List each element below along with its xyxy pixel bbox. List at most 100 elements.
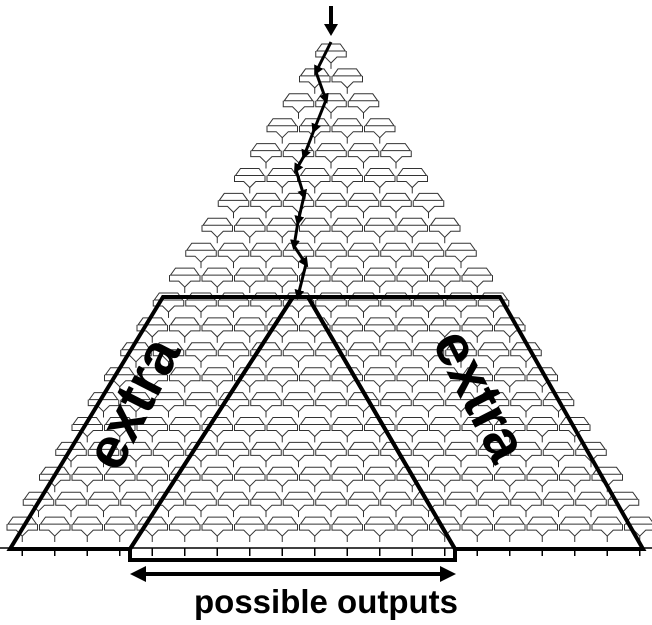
path-arrow-segment xyxy=(294,263,308,300)
pyramid-cell xyxy=(152,342,185,368)
pyramid-cell xyxy=(22,491,55,518)
pyramid-cell xyxy=(201,317,233,343)
pyramid-cell xyxy=(364,168,396,194)
pyramid-cell xyxy=(120,342,152,368)
pyramid-cell xyxy=(169,267,201,293)
pyramid-cell xyxy=(510,491,542,518)
pyramid-cell xyxy=(331,417,363,443)
pyramid-cell xyxy=(104,417,136,443)
pyramid-cell xyxy=(299,367,331,393)
pyramid-cell xyxy=(347,192,380,219)
pyramid-cell xyxy=(331,168,363,194)
extra-left-label: extra xyxy=(72,326,193,480)
pyramid-cell xyxy=(412,392,445,418)
pyramid-cell xyxy=(185,491,217,518)
path-arrow-segment xyxy=(294,195,306,226)
pyramid-cell xyxy=(364,367,396,393)
pyramid-cell xyxy=(429,516,461,542)
pyramid-cell xyxy=(136,317,168,343)
pyramid-cell xyxy=(412,342,445,368)
pyramid-cell xyxy=(282,93,315,119)
path-arrow-segment xyxy=(301,129,316,160)
pyramid-cell xyxy=(380,441,412,468)
pyramid-cell xyxy=(266,516,298,542)
pyramid-cell xyxy=(445,441,477,468)
pyramid-cell xyxy=(299,217,331,244)
pyramid-cell xyxy=(347,392,380,418)
pyramid-cell xyxy=(429,417,461,443)
pyramid-cell xyxy=(412,192,445,219)
pyramid-cell xyxy=(526,417,558,443)
pyramid-cell xyxy=(152,392,185,418)
pyramid-cell xyxy=(266,317,298,343)
pyramid-cell xyxy=(559,466,591,493)
pyramid-cell xyxy=(396,168,428,194)
pyramid-cell xyxy=(461,516,493,542)
pyramid-cell xyxy=(396,317,428,343)
pyramid-cell xyxy=(364,466,396,493)
pyramid-cell xyxy=(347,491,380,518)
pyramid-cell xyxy=(282,242,315,269)
pyramid-cell xyxy=(364,267,396,293)
pyramid-cell xyxy=(234,168,266,194)
pyramid-cell xyxy=(234,367,266,393)
pyramid-cell xyxy=(120,441,152,468)
pyramid-cell xyxy=(331,118,363,144)
pyramid-cell xyxy=(429,267,461,293)
pyramid-cell xyxy=(104,466,136,493)
pyramid-cell xyxy=(217,491,250,518)
pyramid-cell xyxy=(315,242,347,269)
pyramid-cell xyxy=(266,466,298,493)
pyramid-cell xyxy=(445,242,477,269)
pyramid-cell xyxy=(347,143,380,169)
pyramid-cell xyxy=(396,417,428,443)
pyramid-cell xyxy=(169,367,201,393)
pyramid-cell xyxy=(185,392,217,418)
pyramid-cell xyxy=(299,168,331,194)
pyramid-cell xyxy=(412,242,445,269)
pyramid-cell xyxy=(526,466,558,493)
pyramid-cell xyxy=(250,392,282,418)
pyramid-cell xyxy=(364,516,396,542)
pyramid-cell xyxy=(104,367,136,393)
pyramid-cell xyxy=(364,118,396,144)
pyramid-cell xyxy=(331,466,363,493)
path-arrow-segment xyxy=(290,221,300,250)
extra-region-right-outline xyxy=(304,295,647,551)
pyramid-cell xyxy=(396,367,428,393)
pyramid-cell xyxy=(315,441,347,468)
path-arrow-segment xyxy=(311,99,328,134)
pyramid-cell xyxy=(169,466,201,493)
pyramid-cell xyxy=(347,242,380,269)
pyramid-cell xyxy=(152,441,185,468)
pyramid-cell xyxy=(559,417,591,443)
pyramid-cell xyxy=(250,342,282,368)
pyramid-cell xyxy=(266,118,298,144)
pyramid-cell xyxy=(299,417,331,443)
pyramid-cell xyxy=(201,367,233,393)
pyramid-cell xyxy=(364,417,396,443)
pyramid-cell xyxy=(104,516,136,542)
pyramid-cell xyxy=(412,441,445,468)
pyramid-cell xyxy=(152,292,185,318)
pyramid-cell xyxy=(396,516,428,542)
pyramid-cell xyxy=(201,217,233,244)
pyramid-cell xyxy=(169,516,201,542)
pyramid-cell xyxy=(542,491,575,518)
pyramid-cell xyxy=(201,417,233,443)
pyramid-cell xyxy=(364,317,396,343)
pyramid-cell xyxy=(234,417,266,443)
pyramid-cell xyxy=(380,491,412,518)
pyramid-cell xyxy=(136,367,168,393)
possible-outputs-label: possible outputs xyxy=(194,583,458,620)
pyramid-cell xyxy=(331,317,363,343)
pyramid-cell xyxy=(152,491,185,518)
pyramid-cell xyxy=(347,342,380,368)
pyramid-cell xyxy=(136,466,168,493)
pyramid-cell xyxy=(461,417,493,443)
pyramid-cell xyxy=(494,417,526,443)
pyramid-cell xyxy=(201,267,233,293)
pyramid-cell xyxy=(217,242,250,269)
pyramid-cell xyxy=(234,317,266,343)
pyramid-cell xyxy=(477,392,510,418)
